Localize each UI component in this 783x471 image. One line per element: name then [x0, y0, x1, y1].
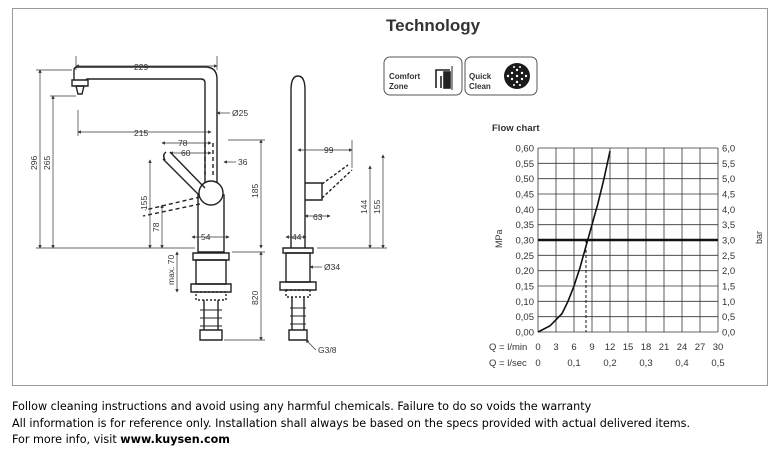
dim-78-vertical: 78: [151, 222, 161, 232]
y-tick-bar: 0,5: [722, 312, 735, 323]
y-tick-bar: 2,0: [722, 266, 735, 277]
x-tick-lsec: 0,3: [639, 358, 652, 369]
x-tick-lsec: 0,5: [711, 358, 724, 369]
dim-60: 60: [181, 148, 191, 158]
chart-ylabel-right: bar: [754, 231, 764, 244]
dim-185: 185: [250, 184, 260, 198]
drawing-canvas: Technology Comfort Zone Quick Clean: [29, 16, 764, 369]
comfort-zone-label-2: Zone: [389, 82, 409, 91]
dim-144: 144: [359, 200, 369, 214]
y-tick-bar: 5,0: [722, 174, 735, 185]
quick-clean-label-1: Quick: [469, 72, 492, 81]
y-tick-bar: 3,5: [722, 220, 735, 231]
dim-g38: G3/8: [318, 345, 337, 355]
dim-155-side: 155: [372, 200, 382, 214]
side-view-drawing: [279, 75, 353, 341]
quick-clean-badge: Quick Clean: [464, 56, 538, 96]
comfort-zone-badge: Comfort Zone: [383, 56, 463, 96]
dim-44: 44: [292, 232, 302, 242]
y-tick-bar: 6,0: [722, 144, 735, 155]
x-tick-lmin: 9: [589, 342, 594, 353]
y-tick-mpa: 0,30: [516, 236, 535, 247]
dim-229: 229: [134, 62, 148, 72]
y-tick-bar: 0,0: [722, 328, 735, 339]
y-tick-bar: 3,0: [722, 236, 735, 247]
dim-78: 78: [178, 138, 188, 148]
side-view-dim-labels: 99 63 44 Ø34 G3/8 144 155: [292, 145, 382, 355]
y-tick-mpa: 0,55: [516, 159, 535, 170]
y-tick-bar: 4,0: [722, 205, 735, 216]
dim-54: 54: [201, 232, 211, 242]
x-tick-lmin: 3: [553, 342, 558, 353]
x-tick-lsec: 0,2: [603, 358, 616, 369]
footer-line-warranty: Follow cleaning instructions and avoid u…: [12, 400, 592, 413]
x-tick-lmin: 30: [713, 342, 724, 353]
spec-frame: [12, 8, 768, 386]
quick-clean-icon: [504, 63, 530, 89]
comfort-zone-label-1: Comfort: [389, 72, 420, 81]
chart-xlabel-lmin: Q = l/min: [489, 342, 527, 353]
front-view-dimensions: [36, 56, 265, 341]
dim-99: 99: [324, 145, 334, 155]
footer-info-prefix: For more info, visit: [12, 433, 121, 446]
chart-ylabel-left: MPa: [494, 229, 504, 248]
y-tick-mpa: 0,35: [516, 220, 535, 231]
dim-34: Ø34: [324, 262, 340, 272]
x-tick-lmin: 21: [659, 342, 670, 353]
technology-heading: Technology: [386, 16, 481, 35]
x-tick-lsec: 0,4: [675, 358, 688, 369]
dim-36: 36: [238, 157, 248, 167]
y-tick-mpa: 0,20: [516, 266, 535, 277]
y-tick-mpa: 0,25: [516, 251, 535, 262]
footer-line-reference: All information is for reference only. I…: [12, 416, 691, 430]
x-tick-lsec: 0,1: [567, 358, 580, 369]
dim-296: 296: [29, 156, 39, 170]
x-tick-lmin: 12: [605, 342, 616, 353]
side-view-dimensions: [285, 140, 387, 351]
x-tick-lmin: 6: [571, 342, 576, 353]
y-tick-mpa: 0,40: [516, 205, 535, 216]
spec-sheet: Technology Comfort Zone Quick Clean: [12, 8, 768, 386]
dim-820: 820: [250, 291, 260, 305]
x-tick-lmin: 27: [695, 342, 706, 353]
footer-notes: Follow cleaning instructions and avoid u…: [12, 399, 772, 449]
quick-clean-label-2: Clean: [469, 82, 491, 91]
y-tick-mpa: 0,05: [516, 312, 535, 323]
y-tick-bar: 5,5: [722, 159, 735, 170]
footer-line-info: For more info, visit www.kuysen.com: [12, 432, 772, 449]
dim-215: 215: [134, 128, 148, 138]
footer-website-link[interactable]: www.kuysen.com: [120, 433, 230, 446]
y-tick-bar: 1,5: [722, 282, 735, 293]
y-tick-bar: 1,0: [722, 297, 735, 308]
front-view-drawing: [71, 66, 232, 341]
x-tick-lsec: 0: [535, 358, 540, 369]
y-tick-mpa: 0,45: [516, 190, 535, 201]
dim-155: 155: [139, 196, 149, 210]
comfort-zone-icon: [435, 66, 453, 90]
flow-chart: Flow chart MPa bar Q = l/min Q = l/sec 0…: [489, 123, 764, 369]
flow-curve: [537, 150, 611, 333]
y-tick-mpa: 0,00: [516, 328, 535, 339]
dim-25: Ø25: [232, 108, 248, 118]
y-tick-bar: 2,5: [722, 251, 735, 262]
chart-xlabel-lsec: Q = l/sec: [489, 358, 527, 369]
y-tick-bar: 4,5: [722, 190, 735, 201]
y-tick-mpa: 0,15: [516, 282, 535, 293]
chart-title: Flow chart: [492, 123, 540, 134]
dim-max-70: max. 70: [166, 254, 176, 285]
front-view-dim-labels: 229 215 78 60 Ø25 36 54 296 265 155 78 1…: [29, 62, 260, 305]
y-tick-mpa: 0,50: [516, 174, 535, 185]
x-tick-lmin: 18: [641, 342, 652, 353]
dim-63: 63: [313, 212, 323, 222]
y-tick-mpa: 0,10: [516, 297, 535, 308]
dim-265: 265: [42, 156, 52, 170]
x-tick-lmin: 15: [623, 342, 634, 353]
x-tick-lmin: 24: [677, 342, 688, 353]
y-tick-mpa: 0,60: [516, 144, 535, 155]
x-tick-lmin: 0: [535, 342, 540, 353]
